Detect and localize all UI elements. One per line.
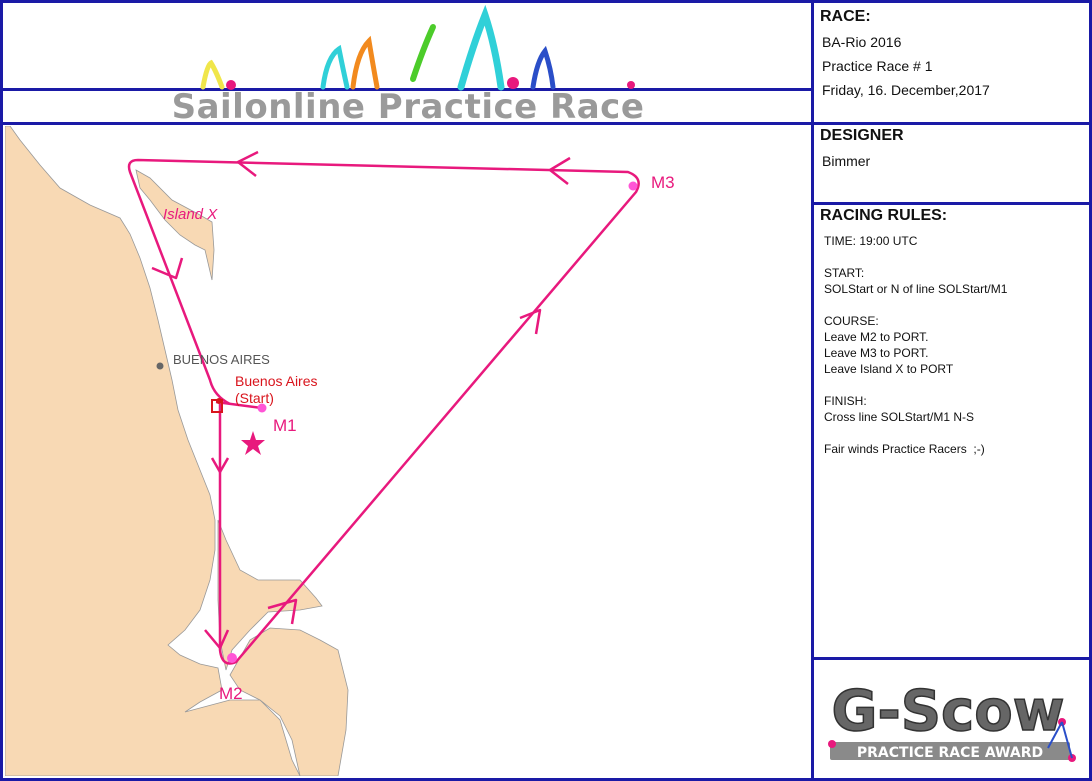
race-date: Friday, 16. December,2017 — [822, 82, 990, 98]
sails-illustration — [200, 4, 635, 91]
southern-land — [229, 627, 349, 776]
map-canvas — [5, 126, 640, 776]
rules-line — [824, 425, 1086, 441]
rules-line: Leave Island X to PORT — [824, 362, 954, 376]
rules-panel: RACING RULES: TIME: 19:00 UTC START: SOL… — [818, 207, 1086, 457]
rules-divider — [811, 657, 1092, 660]
blue-sail-icon — [530, 45, 556, 90]
mark-m3-label: M3 — [651, 173, 675, 192]
orange-sail-icon — [350, 35, 380, 90]
course-map: BUENOS AIRES Buenos Aires (Start) M1 M2 … — [5, 126, 811, 776]
island-x — [135, 169, 215, 281]
island-label: Island X — [163, 206, 218, 223]
city-dot — [156, 362, 164, 370]
peninsula — [217, 519, 323, 671]
yellow-sail-icon — [200, 59, 225, 90]
rules-line: START: — [824, 266, 865, 280]
start-dot — [216, 398, 222, 404]
arrow-icon — [236, 150, 259, 177]
green-sail-icon — [410, 24, 436, 82]
city-label: BUENOS AIRES — [173, 352, 270, 367]
rules-line: Fair winds Practice Racers ;-) — [824, 442, 985, 456]
race-practice: Practice Race # 1 — [822, 58, 933, 74]
buoy-dot — [507, 77, 519, 89]
banner-title: Sailonline Practice Race — [171, 87, 645, 127]
banner: Sailonline Practice Race — [5, 4, 811, 127]
mark-m2-label: M2 — [219, 684, 243, 703]
designer-divider — [811, 202, 1092, 205]
rules-line — [824, 297, 1086, 313]
mark-m1-label: M1 — [273, 416, 297, 435]
rules-line: SOLStart or N of line SOLStart/M1 — [824, 282, 1008, 296]
arrow-icon — [267, 598, 298, 625]
start-label-sub: (Start) — [235, 390, 274, 406]
rules-line: COURSE: — [824, 314, 879, 328]
banner-divider — [0, 88, 811, 91]
arrow-icon — [204, 629, 230, 650]
rules-line: Leave M3 to PORT. — [824, 346, 929, 360]
rules-line: TIME: 19:00 UTC — [824, 234, 918, 248]
arrow-icon — [548, 156, 571, 185]
mark-m2-dot — [227, 653, 237, 663]
arrow-icon — [210, 457, 230, 474]
award-dot — [828, 740, 836, 748]
big-cyan-sail-icon — [457, 4, 505, 91]
mark-m1-dot — [257, 403, 267, 413]
mark-m3-dot — [628, 181, 638, 191]
award-sail-icon — [1047, 721, 1073, 759]
award-bar — [830, 742, 1070, 760]
gscow-logo: G-Scow PRACTICE RACE AWARD — [828, 678, 1076, 762]
rules-line — [824, 377, 1086, 393]
award-subtitle: PRACTICE RACE AWARD — [857, 745, 1043, 761]
race-panel: RACE: BA-Rio 2016 Practice Race # 1 Frid… — [818, 8, 1086, 104]
rules-line — [824, 249, 1086, 265]
race-name: BA-Rio 2016 — [822, 34, 902, 50]
race-heading: RACE: — [820, 8, 871, 25]
star-icon — [241, 431, 265, 455]
designer-name: Bimmer — [822, 153, 871, 169]
gscow-logo-text: G-Scow — [832, 679, 1065, 744]
start-label: Buenos Aires — [235, 373, 318, 389]
cyan-sail-icon — [320, 44, 350, 90]
buoy-dot — [627, 81, 635, 89]
map-top-divider — [0, 122, 1092, 125]
land-mass — [5, 126, 301, 776]
column-divider — [811, 0, 814, 781]
gscow-award: G-Scow PRACTICE RACE AWARD — [818, 662, 1086, 776]
rules-line: Leave M2 to PORT. — [824, 330, 929, 344]
rules-heading: RACING RULES: — [820, 207, 948, 224]
arrow-icon — [151, 257, 184, 280]
start-line — [215, 400, 263, 410]
course-line — [127, 158, 640, 665]
rules-line: FINISH: — [824, 394, 867, 408]
designer-panel: DESIGNER Bimmer — [818, 127, 1086, 175]
buoy-dot — [226, 80, 236, 90]
arrow-icon — [519, 308, 542, 335]
rules-line: Cross line SOLStart/M1 N-S — [824, 410, 975, 424]
designer-heading: DESIGNER — [820, 127, 904, 144]
